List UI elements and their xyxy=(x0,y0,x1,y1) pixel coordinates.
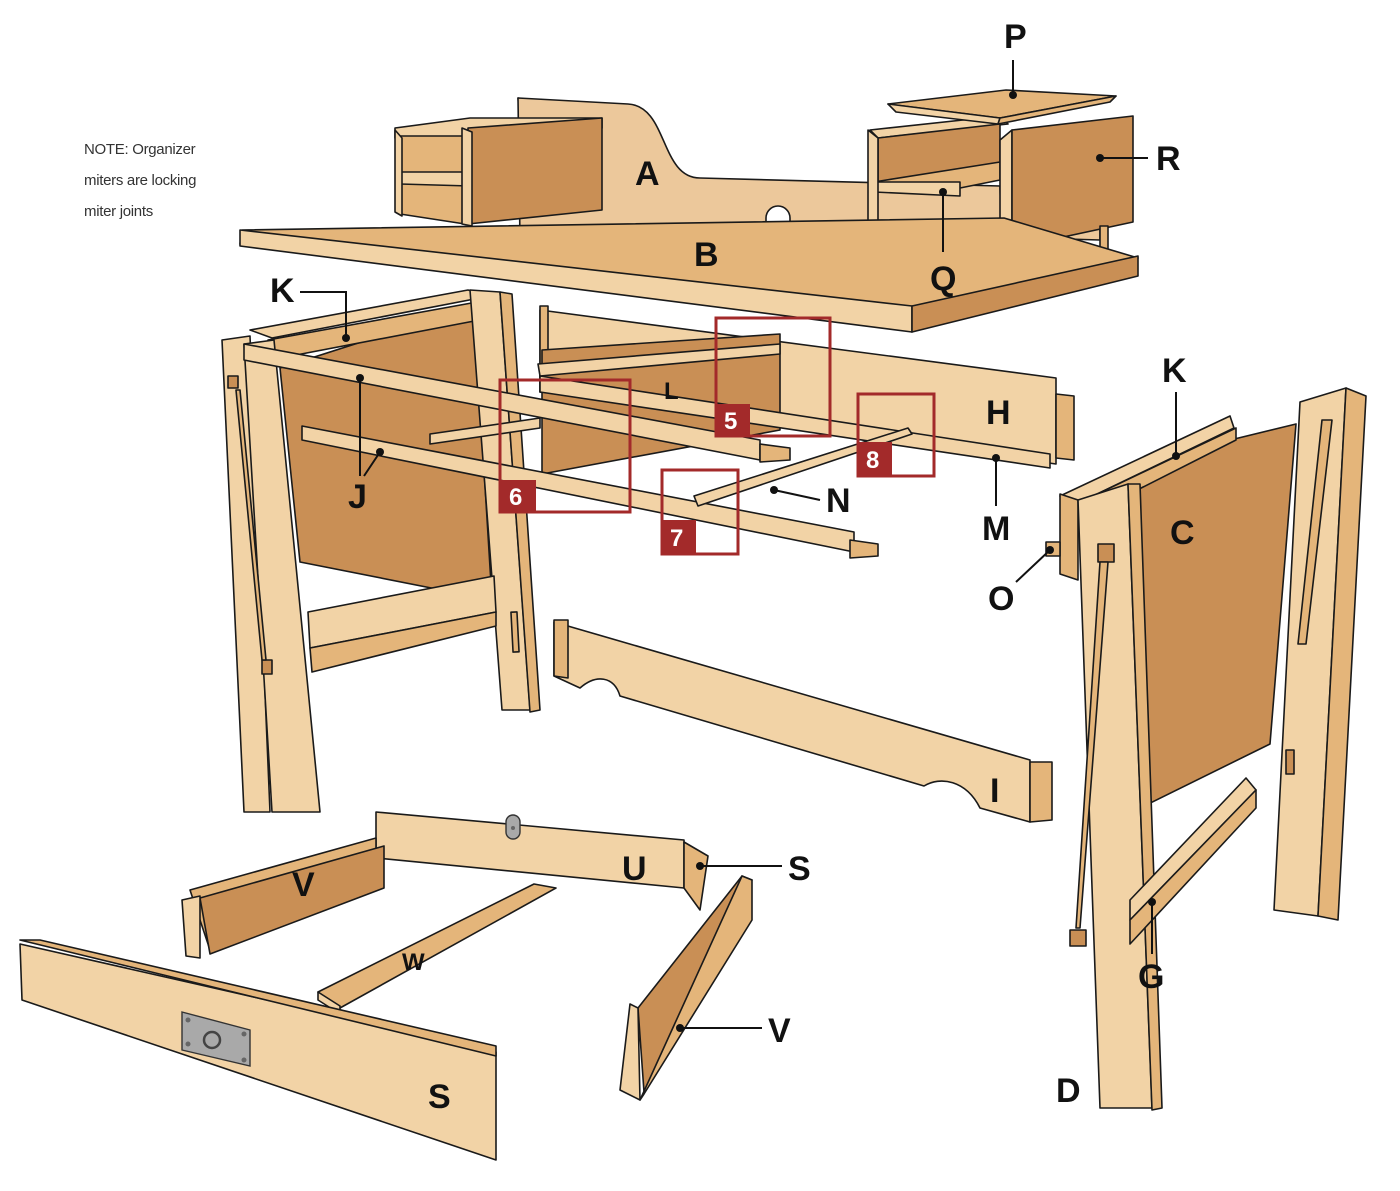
drawer-back-U xyxy=(375,811,709,911)
part-label-D: D xyxy=(1056,1072,1081,1110)
part-label-V-right: V xyxy=(768,1012,791,1050)
lower-stretcher-I xyxy=(553,619,1053,823)
rail-J xyxy=(301,417,879,559)
label-K-right: K xyxy=(1162,352,1187,460)
label-A: A xyxy=(635,155,660,193)
stretcher-G xyxy=(1129,777,1257,945)
part-label-K-left: K xyxy=(270,272,295,310)
label-R: R xyxy=(1096,140,1181,178)
label-S-front: S xyxy=(428,1078,451,1116)
note-line-3: miter joints xyxy=(84,203,153,220)
label-B: B xyxy=(694,236,719,274)
part-label-H: H xyxy=(986,394,1011,432)
note-line-2: miters are locking xyxy=(84,172,197,189)
left-leg-assembly xyxy=(221,289,541,813)
part-label-N: N xyxy=(826,482,851,520)
part-label-S-upper: S xyxy=(788,850,811,888)
label-M: M xyxy=(982,454,1010,548)
label-I: I xyxy=(990,772,999,810)
organizer-note: NOTE: Organizer miters are locking miter… xyxy=(84,134,234,227)
callout-5: 5 xyxy=(714,316,832,438)
callout-6: 6 xyxy=(498,378,632,514)
drawer-bottom-W xyxy=(317,883,557,1015)
label-L: L xyxy=(664,378,679,405)
label-C: C xyxy=(1170,514,1195,552)
callout-7-label: 7 xyxy=(670,525,683,552)
right-side-panel-C xyxy=(1131,423,1297,813)
drawer-front-S xyxy=(19,939,497,1161)
label-O: O xyxy=(988,549,1051,618)
label-V-right: V xyxy=(676,1012,791,1050)
part-label-M: M xyxy=(982,510,1010,548)
runner-M xyxy=(539,375,1051,469)
desktop-B xyxy=(239,217,1139,333)
callout-5-label: 5 xyxy=(724,408,737,435)
part-label-K-right: K xyxy=(1162,352,1187,390)
part-label-J: J xyxy=(348,478,367,516)
drawer-pull-hardware xyxy=(181,1011,251,1067)
label-G: G xyxy=(1138,898,1164,996)
label-S-upper: S xyxy=(696,850,811,888)
label-Q: Q xyxy=(930,188,956,298)
label-P: P xyxy=(1004,18,1027,99)
label-V-left: V xyxy=(292,866,315,904)
part-label-S-front: S xyxy=(428,1078,451,1116)
cleat-O xyxy=(1045,541,1061,557)
label-D: D xyxy=(1056,1072,1081,1110)
part-label-V-left: V xyxy=(292,866,315,904)
callout-6-label: 6 xyxy=(509,484,522,511)
part-label-U: U xyxy=(622,850,647,888)
part-label-O: O xyxy=(988,580,1014,618)
part-label-C: C xyxy=(1170,514,1195,552)
part-label-G: G xyxy=(1138,958,1164,996)
drawer-side-V-left xyxy=(181,837,385,959)
label-W: W xyxy=(402,949,425,976)
part-label-R: R xyxy=(1156,140,1181,178)
back-leg-right xyxy=(1273,387,1367,921)
label-J: J xyxy=(348,374,384,516)
label-K-left: K xyxy=(270,272,350,342)
organizer-lid-P xyxy=(887,89,1117,125)
callout-8-label: 8 xyxy=(866,447,879,474)
label-U: U xyxy=(622,850,647,888)
front-leg-D xyxy=(1069,483,1163,1111)
part-label-I: I xyxy=(990,772,999,810)
part-label-W: W xyxy=(402,949,425,976)
note-line-1: NOTE: Organizer xyxy=(84,141,196,158)
organizer-left-box xyxy=(394,117,603,227)
callout-8: 8 xyxy=(856,392,936,478)
drawer-side-V-right xyxy=(619,875,753,1101)
part-label-L: L xyxy=(664,378,679,405)
label-N: N xyxy=(770,482,851,520)
part-label-B: B xyxy=(694,236,719,274)
label-H: H xyxy=(986,394,1011,432)
part-label-Q: Q xyxy=(930,260,956,298)
part-label-A: A xyxy=(635,155,660,193)
part-label-P: P xyxy=(1004,18,1027,56)
callout-7: 7 xyxy=(660,468,740,556)
